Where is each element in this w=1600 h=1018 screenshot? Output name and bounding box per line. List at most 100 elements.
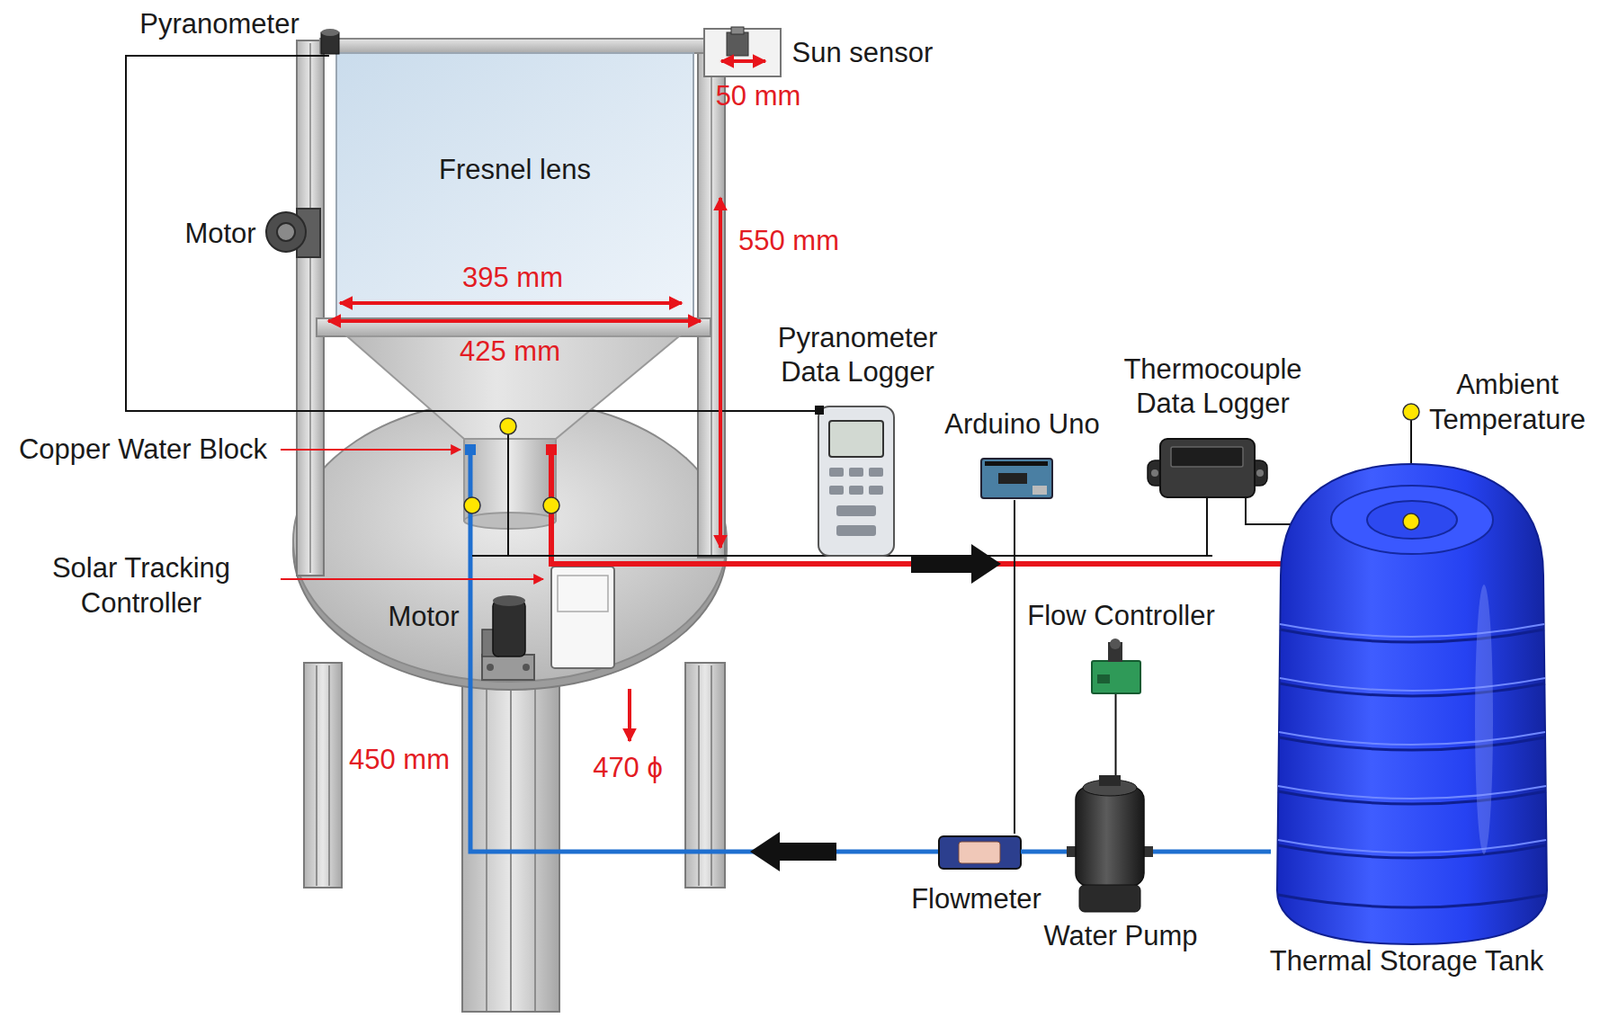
storage-tank <box>1278 732 1546 745</box>
dimension-label: 470 ϕ <box>592 750 663 787</box>
microcontroller-board <box>981 458 1053 499</box>
temperature-sensor-dot <box>543 497 560 514</box>
storage-tank <box>1331 485 1493 555</box>
microcontroller-board: Arduino Uno <box>981 455 1053 501</box>
signal-wire <box>1013 500 1016 834</box>
part-label: Sun sensor <box>792 35 934 72</box>
flow-controller-board <box>1091 638 1141 694</box>
storage-tank <box>1278 840 1547 853</box>
microcontroller-board <box>984 461 1048 466</box>
storage-tank <box>1277 464 1547 945</box>
microcontroller-board <box>1032 485 1047 495</box>
sensor-wire <box>507 434 510 556</box>
water-pump-device <box>1079 884 1141 912</box>
rotation-motor <box>492 595 526 607</box>
storage-tank <box>1277 464 1547 945</box>
data-logger-device <box>836 525 876 537</box>
part-label: Motor <box>184 216 256 252</box>
water-pump-device <box>1066 775 1154 912</box>
flow-controller-board <box>1091 661 1141 694</box>
tracking-controller-box <box>557 575 608 612</box>
leader-arrow <box>280 578 544 581</box>
flow-controller: Flow Controller <box>1090 641 1142 695</box>
dimension-arrow <box>339 301 682 305</box>
dimension-arrow <box>328 319 701 323</box>
frame-posts <box>296 40 725 576</box>
component-label: Thermal Storage Tank <box>1269 944 1544 980</box>
support-legs <box>315 665 318 886</box>
temperature-sensor-dot <box>1403 513 1420 530</box>
temperature-sensor-dot <box>500 418 517 435</box>
signal-wire <box>1115 694 1118 776</box>
dimension-arrow <box>627 688 632 742</box>
component-label: Arduino Uno <box>944 407 1100 443</box>
component-label: Flow Controller <box>1027 598 1215 635</box>
dimension-label: 450 mm <box>348 742 450 778</box>
storage-tank <box>1279 624 1545 637</box>
storage-tank <box>1279 678 1546 691</box>
storage-tank <box>1278 894 1547 908</box>
rotation-motor <box>482 654 535 680</box>
dimension-arrow <box>718 197 723 548</box>
sensor-wire <box>125 55 822 412</box>
dimension-arrow <box>721 59 766 63</box>
sun-sensor <box>731 26 744 35</box>
data-logger: Thermocouple Data Logger <box>1147 438 1268 498</box>
frame-posts <box>296 40 324 576</box>
sun-sensor <box>726 32 749 56</box>
leader-arrow <box>280 448 461 451</box>
support-legs <box>303 662 342 888</box>
data-logger-device <box>829 420 884 457</box>
water-pipe <box>1153 849 1271 855</box>
sun-sensor <box>704 28 781 77</box>
storage-tank <box>1278 786 1547 799</box>
focusing-cone <box>464 438 556 521</box>
leader-arrow <box>280 449 544 580</box>
component-label: Fresnel lens <box>438 152 591 188</box>
rotation-motor <box>486 663 494 671</box>
component-label: Pyranometer Data Logger <box>768 321 948 392</box>
rotation-motor <box>482 595 535 680</box>
water-pump-device <box>1099 775 1121 787</box>
part-label: Solar Tracking Controller <box>44 551 239 622</box>
flowmeter-device <box>958 841 1001 864</box>
dimension-label: 425 mm <box>459 334 561 370</box>
flow-controller-board <box>1109 638 1121 650</box>
temperature-sensor-dot <box>1403 403 1420 421</box>
storage-tank <box>1367 500 1457 539</box>
thermocouple-logger <box>1170 446 1243 467</box>
dimension-label: 50 mm <box>715 79 802 115</box>
flow-controller-board <box>1097 674 1110 684</box>
focusing-cone <box>464 512 556 529</box>
tracking-motor <box>266 208 321 258</box>
tracking-motor <box>277 223 295 242</box>
flow-arrow <box>750 544 1002 872</box>
lens-frame <box>316 38 711 337</box>
support-legs <box>303 662 725 1012</box>
frame-posts <box>710 43 713 555</box>
tracking-motor <box>266 212 306 252</box>
lens-frame <box>320 38 707 54</box>
frame-posts <box>697 40 725 558</box>
water-pipe <box>1020 849 1067 855</box>
thermocouple-logger <box>1256 469 1264 477</box>
frame-posts <box>309 43 312 573</box>
hot-water-pipe <box>545 444 1281 564</box>
tracking-controller-box <box>551 566 615 669</box>
water-pump-device <box>1075 786 1145 886</box>
data-logger-device <box>818 406 894 556</box>
data-logger-device <box>814 405 894 556</box>
storage-tank <box>1474 584 1493 855</box>
component-label: Flowmeter <box>911 882 1042 918</box>
pyranometer-sensor <box>321 28 340 36</box>
flowmeter-device <box>938 836 1021 869</box>
data-logger-device <box>814 405 824 415</box>
temperature-sensor-dot <box>464 403 1420 530</box>
dimension-arrow <box>328 61 766 742</box>
microcontroller-board <box>981 458 1053 499</box>
flow-arrow <box>750 831 837 872</box>
